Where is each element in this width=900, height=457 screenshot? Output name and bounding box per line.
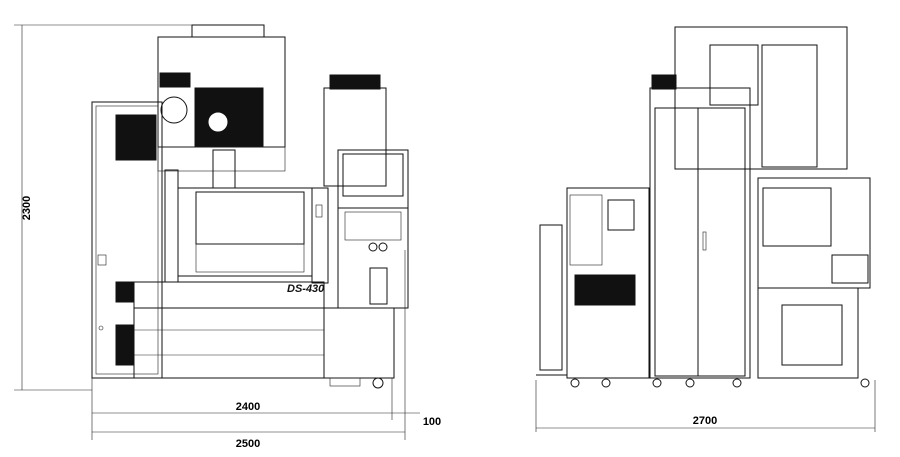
height-dimension: 2300 [14, 24, 192, 391]
model-label: DS-430 [287, 283, 325, 295]
front-total-value: 2500 [236, 438, 260, 450]
side-depth-dimension: 2700 [535, 380, 876, 432]
side-depth-value: 2700 [693, 415, 717, 427]
height-value: 2300 [21, 196, 33, 220]
front-view: DS-430 [91, 24, 409, 389]
front-width-dimensions: 2400 100 2500 [91, 250, 441, 450]
vent-grille-top [115, 114, 157, 161]
front-offset-value: 100 [423, 416, 441, 428]
front-width-value: 2400 [236, 401, 260, 413]
side-view [536, 26, 871, 388]
